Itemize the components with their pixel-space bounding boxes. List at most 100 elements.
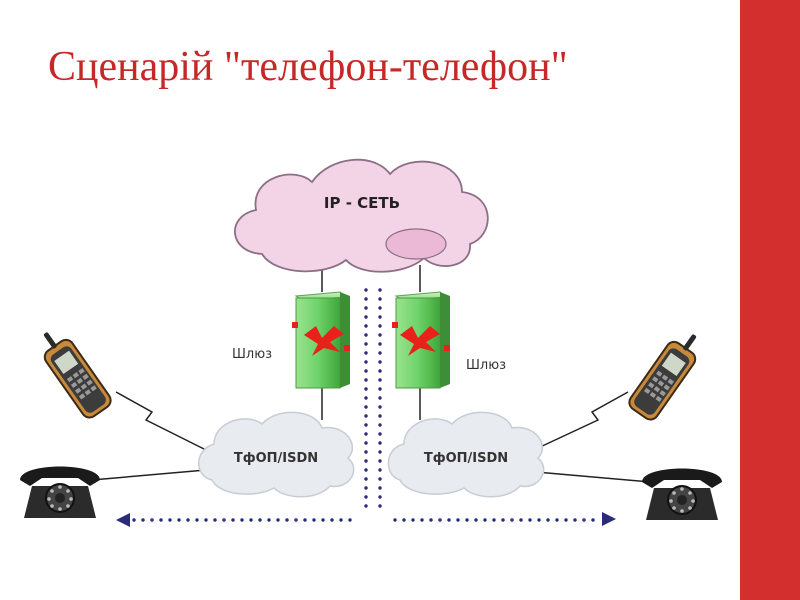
path-dot	[132, 518, 136, 522]
path-dot	[378, 342, 382, 346]
path-dot	[364, 504, 368, 508]
path-dot	[378, 504, 382, 508]
arrow-left-head	[116, 513, 130, 527]
path-dot	[378, 306, 382, 310]
path-dot	[483, 518, 487, 522]
path-dot	[420, 518, 424, 522]
path-dot	[402, 518, 406, 522]
path-dot	[240, 518, 244, 522]
gateway-right	[392, 291, 450, 389]
path-dot	[168, 518, 172, 522]
ip-network-cloud: IP - СЕТЬ	[234, 158, 489, 273]
path-dot	[364, 423, 368, 427]
pstn-left-label: ТфОП/ISDN	[234, 451, 318, 466]
mobile-phone-icon	[43, 332, 112, 419]
pstn-right-label: ТфОП/ISDN	[424, 451, 508, 466]
path-dot	[330, 518, 334, 522]
accent-bar	[740, 0, 800, 600]
path-dot	[186, 518, 190, 522]
pstn-right-cloud: ТфОП/ISDN	[387, 411, 545, 498]
pstn-left-cloud: ТфОП/ISDN	[198, 411, 355, 498]
path-dot	[364, 459, 368, 463]
path-dot	[141, 518, 145, 522]
path-dot	[378, 387, 382, 391]
path-dot	[378, 297, 382, 301]
path-dot	[150, 518, 154, 522]
arrow-right-head	[602, 512, 616, 526]
network-diagram: IP - СЕТЬ Шлюз Шлюз ТфОП/ISDN ТфОП/ISDN	[20, 158, 722, 527]
path-dot	[364, 414, 368, 418]
path-dot	[364, 450, 368, 454]
path-dot	[378, 486, 382, 490]
right-radio-link	[537, 391, 629, 449]
path-dot	[492, 518, 496, 522]
path-dot	[364, 477, 368, 481]
path-dot	[378, 477, 382, 481]
path-dot	[364, 360, 368, 364]
path-dot	[378, 324, 382, 328]
path-dot	[438, 518, 442, 522]
path-dot	[378, 405, 382, 409]
path-dot	[348, 518, 352, 522]
call-path-dotted	[364, 288, 382, 508]
path-dot	[364, 369, 368, 373]
path-dot	[364, 396, 368, 400]
path-dot	[564, 518, 568, 522]
path-dot	[364, 333, 368, 337]
path-dot	[364, 306, 368, 310]
path-dot	[364, 486, 368, 490]
path-dot	[378, 414, 382, 418]
gateway-right-label: Шлюз	[466, 358, 506, 373]
gateway-right-icon	[400, 326, 440, 356]
left-desk-line	[91, 469, 207, 481]
mobile-phone-icon	[628, 334, 697, 421]
path-dot	[429, 518, 433, 522]
path-dot	[249, 518, 253, 522]
path-dot	[537, 518, 541, 522]
path-dot	[378, 351, 382, 355]
path-dot	[312, 518, 316, 522]
connector-lines	[91, 265, 651, 483]
path-dot	[258, 518, 262, 522]
path-dot	[591, 518, 595, 522]
path-dot	[339, 518, 343, 522]
path-dot	[231, 518, 235, 522]
path-dot	[364, 441, 368, 445]
path-dot	[364, 351, 368, 355]
path-dot	[378, 396, 382, 400]
path-dot	[364, 495, 368, 499]
path-dot	[364, 387, 368, 391]
path-dot	[378, 369, 382, 373]
gateway-left-label: Шлюз	[232, 347, 272, 362]
path-dot	[364, 378, 368, 382]
path-dot	[222, 518, 226, 522]
path-dot	[321, 518, 325, 522]
path-dot	[378, 459, 382, 463]
path-dot	[582, 518, 586, 522]
path-dot	[364, 324, 368, 328]
path-dot	[267, 518, 271, 522]
path-dot	[159, 518, 163, 522]
path-dot	[378, 315, 382, 319]
path-dot	[378, 360, 382, 364]
desk-phone-icon	[20, 466, 100, 518]
gateway-left	[292, 291, 350, 389]
path-dot	[294, 518, 298, 522]
path-dot	[474, 518, 478, 522]
path-dot	[364, 468, 368, 472]
path-dot	[519, 518, 523, 522]
path-dot	[276, 518, 280, 522]
path-dot	[364, 297, 368, 301]
path-dot	[378, 378, 382, 382]
path-dot	[378, 495, 382, 499]
path-dot	[393, 518, 397, 522]
path-dot	[378, 468, 382, 472]
path-dot	[447, 518, 451, 522]
path-dot	[528, 518, 532, 522]
path-dot	[378, 333, 382, 337]
left-radio-link	[115, 391, 211, 453]
call-path-horizontal-arrow	[116, 512, 616, 527]
slide-title: Сценарій "телефон-телефон"	[48, 44, 568, 90]
path-dot	[364, 288, 368, 292]
path-dot	[378, 288, 382, 292]
